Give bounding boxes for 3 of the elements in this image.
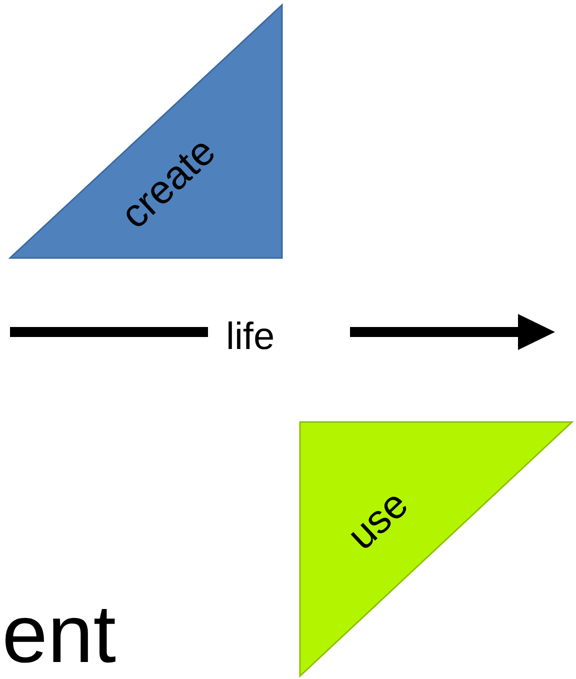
triangle-label: use	[338, 482, 417, 558]
axis-label: life	[226, 316, 275, 359]
cut-off-text: ent	[2, 588, 116, 679]
